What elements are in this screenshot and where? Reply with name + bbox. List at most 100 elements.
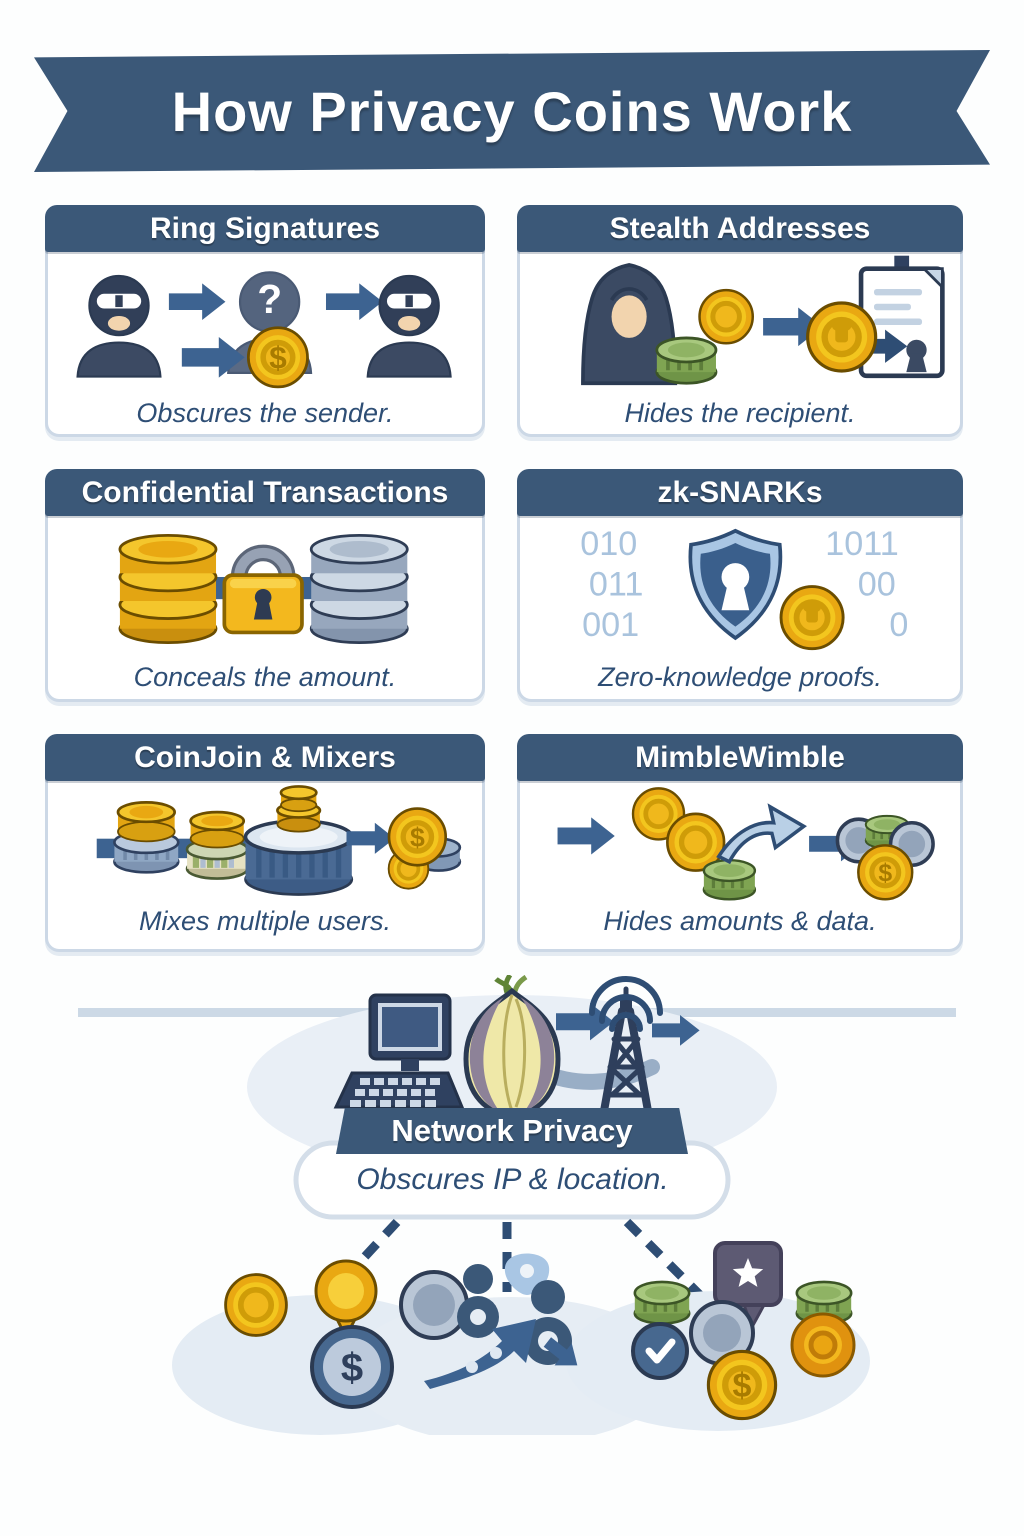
- dashed-connector: [328, 1218, 401, 1296]
- masked-receiver-icon: [366, 274, 452, 378]
- arrow-right-icon: [543, 1337, 578, 1366]
- panel-body: Conceals the amount.: [48, 516, 482, 699]
- panel-caption: Hides the recipient.: [624, 398, 856, 428]
- coin-cluster-icon: $: [631, 1241, 856, 1419]
- svg-text:010: 010: [580, 525, 637, 563]
- signal-waves-icon: [589, 976, 663, 1032]
- panel-body: 010 011 001 1011 00 0: [520, 516, 960, 699]
- orange-coin-icon: [790, 1312, 856, 1378]
- panel-title: CoinJoin & Mixers: [134, 740, 396, 774]
- gold-coin-icon: [700, 290, 753, 343]
- arrow-right-icon: [346, 822, 395, 854]
- dashed-connectors: [328, 1218, 704, 1299]
- panel-title: Stealth Addresses: [609, 211, 871, 245]
- shield-keyhole-icon: [688, 528, 783, 641]
- check-coin-icon: [631, 1322, 689, 1380]
- green-coin-icon: [654, 336, 718, 386]
- panel-title: Ring Signatures: [149, 211, 381, 245]
- panel-body: Hides the recipient.: [520, 252, 960, 434]
- stealth-addresses-art: [581, 255, 945, 386]
- gold-coin-icon: [226, 1275, 287, 1336]
- gold-coin-stack-icon: [118, 534, 218, 644]
- mimblewimble-art: $: [557, 782, 935, 906]
- panel-header: zk-SNARKs: [517, 469, 963, 516]
- panel-ring-signatures: Ring Signatures ?: [45, 205, 485, 437]
- anonymous-users-icon: [424, 1253, 578, 1389]
- panel-stealth-addresses: Stealth Addresses: [517, 205, 963, 437]
- dollar-glyph: $: [341, 1346, 363, 1390]
- network-privacy-section: $: [0, 975, 1024, 1435]
- panel-art: [520, 252, 960, 398]
- swoosh-arrow-icon: [716, 802, 807, 864]
- svg-text:001: 001: [582, 606, 639, 644]
- panel-body: ? $ Obscures the sender.: [48, 252, 482, 434]
- green-coin-icon: [633, 1280, 691, 1326]
- svg-text:0: 0: [889, 606, 908, 644]
- user-silhouette: [457, 1264, 499, 1338]
- silver-coin-icon: [689, 1300, 755, 1366]
- panel-caption: Obscures the sender.: [136, 398, 394, 428]
- panel-title: Confidential Transactions: [81, 475, 449, 509]
- confidential-transactions-art: [118, 534, 409, 644]
- coin-stack-icon: [113, 800, 180, 874]
- gold-coin-icon: [781, 587, 843, 649]
- silver-coin-icon: [399, 1270, 469, 1340]
- mixed-coins-icon: [389, 808, 462, 891]
- coin-cluster-icon: $: [226, 1259, 469, 1409]
- svg-text:011: 011: [589, 565, 643, 603]
- masked-sender-icon: [76, 274, 162, 378]
- network-art: $: [78, 975, 956, 1435]
- panel-caption: Conceals the amount.: [133, 662, 397, 692]
- panel-art: ? $: [48, 252, 482, 398]
- panel-confidential-transactions: Confidential Transactions: [45, 469, 485, 702]
- panel-body: $ Mixes multiple users.: [48, 781, 482, 949]
- silver-coin-stack-icon: [309, 534, 409, 644]
- arrow-right-icon: [861, 329, 908, 363]
- panel-caption: Hides amounts & data.: [603, 906, 877, 936]
- gold-coin-icon: [808, 303, 876, 371]
- network-privacy-ribbon: Network Privacy: [336, 1108, 688, 1154]
- panel-header: Ring Signatures: [45, 205, 485, 252]
- panel-art: $: [48, 781, 482, 906]
- computer-icon: [333, 993, 465, 1109]
- signal-tower-icon: [600, 986, 652, 1115]
- swoosh-arrow-icon: [424, 1319, 536, 1389]
- padlock-icon: [222, 544, 304, 635]
- panel-art: 010 011 001 1011 00 0: [520, 516, 960, 662]
- panel-art: [48, 516, 482, 662]
- green-coin-icon: [702, 858, 757, 901]
- network-caption: Obscures IP & location.: [356, 1163, 669, 1196]
- zk-snarks-art: 010 011 001 1011 00 0: [580, 525, 908, 662]
- panel-caption: Mixes multiple users.: [138, 906, 392, 936]
- question-mark: ?: [257, 276, 282, 322]
- ring-signatures-art: ? $: [76, 271, 452, 398]
- coin-stack-icon: [185, 810, 249, 880]
- mixer-barrel-icon: [243, 784, 354, 896]
- svg-text:1011: 1011: [825, 525, 898, 563]
- arrow-right-icon: [168, 283, 226, 321]
- arrow-right-icon: [557, 816, 615, 854]
- svg-text:00: 00: [858, 565, 896, 603]
- binary-code-text: 010 011 001 1011 00 0: [580, 525, 908, 644]
- dollar-coin-icon: [310, 1325, 394, 1409]
- dollar-glyph: $: [733, 1367, 752, 1405]
- title-banner: How Privacy Coins Work: [34, 50, 990, 172]
- dollar-glyph: $: [878, 860, 892, 887]
- arrow-right-icon: [325, 283, 383, 321]
- page-title: How Privacy Coins Work: [171, 79, 853, 143]
- panel-art: $: [520, 781, 960, 906]
- panel-zk-snarks: zk-SNARKs 010 011 001 1011 00 0: [517, 469, 963, 702]
- panel-header: MimbleWimble: [517, 734, 963, 781]
- network-title: Network Privacy: [391, 1113, 633, 1148]
- panel-header: Stealth Addresses: [517, 205, 963, 252]
- coinjoin-art: $: [96, 784, 462, 896]
- panel-title: zk-SNARKs: [657, 475, 823, 509]
- dollar-glyph: $: [410, 822, 425, 852]
- panel-header: Confidential Transactions: [45, 469, 485, 516]
- panel-header: CoinJoin & Mixers: [45, 734, 485, 781]
- coin-cluster-icon: [835, 814, 935, 898]
- panel-coinjoin-mixers: CoinJoin & Mixers: [45, 734, 485, 952]
- star-badge-icon: [713, 1241, 783, 1331]
- gold-coin-stack-icon: [276, 784, 322, 832]
